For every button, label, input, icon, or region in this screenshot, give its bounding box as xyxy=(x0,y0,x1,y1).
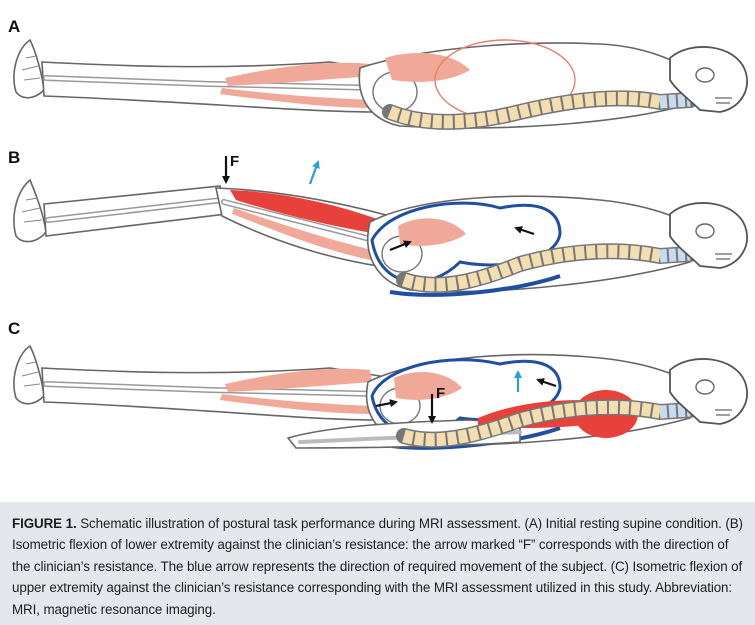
hamstring-muscle-b xyxy=(232,208,380,262)
foot-bones-c xyxy=(13,344,45,405)
panel-label-a: A xyxy=(8,17,20,36)
pelvis-arrow-c xyxy=(375,399,398,408)
hamstring-muscle-a xyxy=(220,88,372,108)
quadriceps-muscle-b xyxy=(230,190,380,234)
figure-caption: FIGURE 1. Schematic illustration of post… xyxy=(0,502,755,625)
panel-label-b: B xyxy=(8,148,20,167)
hamstring-muscle-c xyxy=(220,394,372,414)
pelvis-arrow-b xyxy=(389,240,412,252)
anatomical-figure: A B xyxy=(8,17,748,450)
caption-heading: FIGURE 1. xyxy=(12,516,77,531)
panel-label-c: C xyxy=(8,319,20,338)
caption-body: Schematic illustration of postural task … xyxy=(12,516,743,617)
abdomen-arrow-c xyxy=(536,378,557,388)
foot-bones-a xyxy=(13,38,45,99)
thigh-muscle-a xyxy=(225,62,372,86)
resistance-arrow-label-b: F xyxy=(230,153,239,170)
caption-paragraph: FIGURE 1. Schematic illustration of post… xyxy=(12,513,745,620)
resistance-arrow-label-c: F xyxy=(436,385,445,402)
panel-c: C F xyxy=(8,319,748,450)
panel-b: B F xyxy=(8,148,748,297)
abdomen-arrow-b xyxy=(514,226,535,236)
thigh-muscle-c xyxy=(225,368,372,392)
movement-arrow-b xyxy=(308,160,320,185)
panel-a: A xyxy=(8,17,748,130)
foot-bones-b xyxy=(13,178,47,243)
